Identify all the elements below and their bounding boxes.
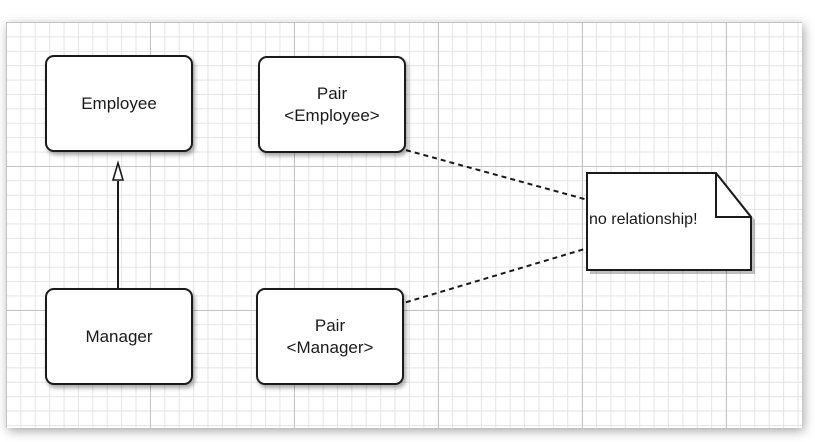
dashed-connector-pair-employee: [379, 142, 589, 201]
dashed-connector-pair-manager: [379, 247, 589, 311]
class-pair-employee-line2: <Employee>: [284, 105, 380, 125]
note-shape: [586, 172, 752, 271]
class-employee: Employee: [45, 55, 193, 152]
note-label: no relationship!: [589, 211, 698, 228]
class-employee-label: Employee: [81, 93, 157, 113]
inheritance-arrowhead-icon: [111, 160, 125, 181]
class-manager: Manager: [45, 288, 193, 385]
note-fold-icon: [715, 173, 751, 218]
class-manager-label: Manager: [85, 326, 153, 346]
class-pair-employee-line1: Pair: [316, 83, 348, 103]
class-pair-manager-line2: <Manager>: [286, 337, 374, 357]
class-pair-employee: Pair <Employee>: [258, 56, 406, 153]
class-pair-manager-line1: Pair: [314, 315, 346, 335]
class-pair-manager: Pair <Manager>: [256, 288, 404, 385]
